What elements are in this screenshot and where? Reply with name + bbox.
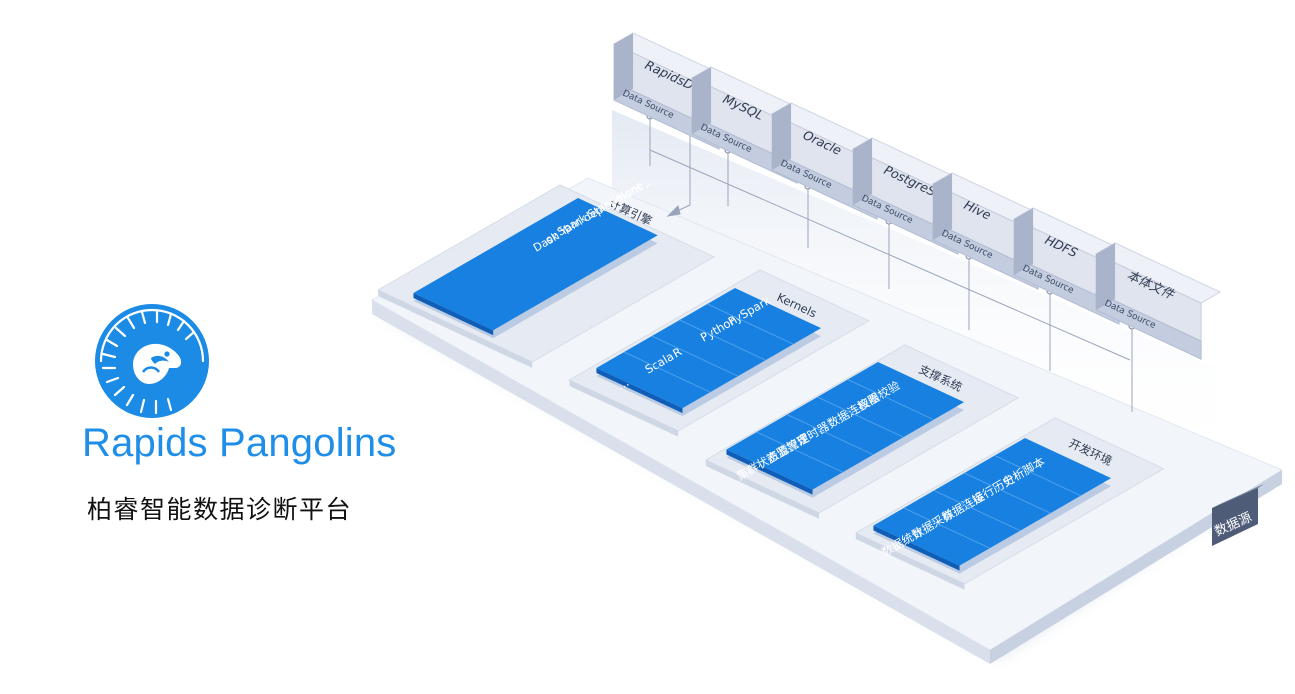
brand-block: Rapids Pangolins 柏睿智能数据诊断平台: [0, 0, 520, 694]
platform-side: [990, 470, 1282, 664]
platform-front: [372, 300, 990, 664]
section-kernels: KernelsPySparkPythonRScala...: [568, 269, 870, 437]
pangolin-logo-icon: [95, 304, 209, 418]
brand-name: Rapids Pangolins: [82, 421, 397, 465]
brand-subtitle: 柏睿智能数据诊断平台: [87, 495, 353, 524]
